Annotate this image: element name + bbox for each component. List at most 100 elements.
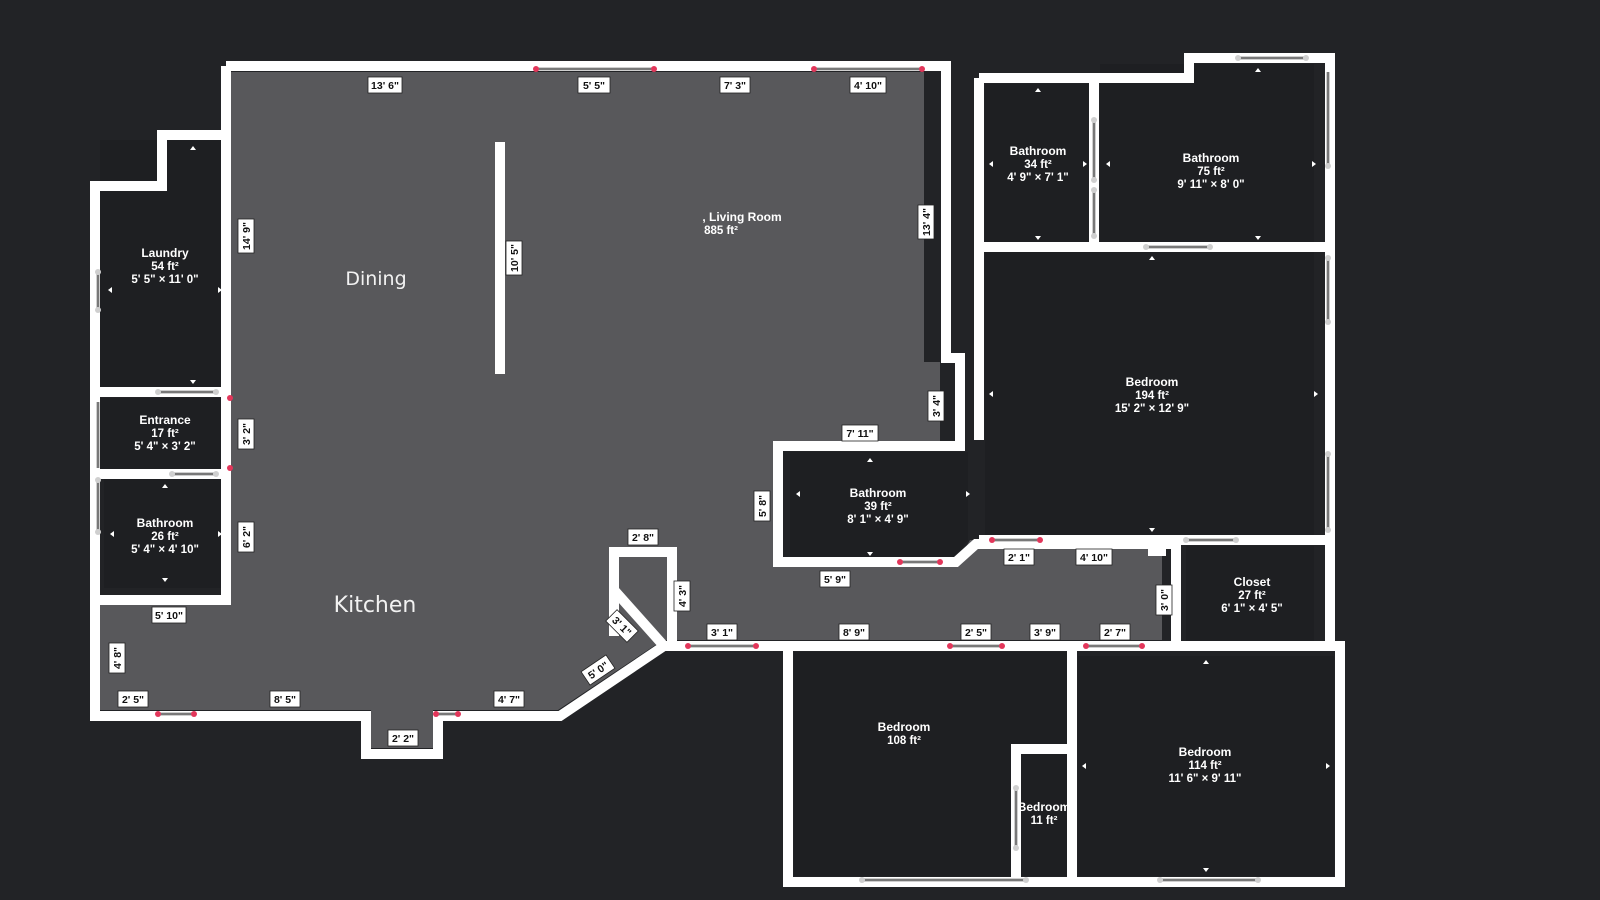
dim-tag: 4' 3" (673, 580, 691, 612)
dim-tag: 6' 2" (237, 521, 255, 553)
bedroom-108-area: 108 ft² (887, 735, 921, 747)
laundry-dims: 5' 5" × 11' 0" (131, 274, 198, 286)
dim-tag: 4' 8" (108, 642, 126, 674)
bathroom-left-area: 26 ft² (151, 531, 179, 543)
laundry-name: Laundry (141, 246, 189, 260)
dimension-tags: 13' 6" 5' 5" 7' 3" 4' 10" 10' 5" 14' 9" … (108, 76, 1173, 747)
living-dining-kitchen-area (100, 72, 1162, 748)
bathroom-left-name: Bathroom (137, 516, 194, 530)
svg-text:3' 9": 3' 9" (1034, 627, 1056, 639)
dim-tag: 2' 8" (627, 528, 659, 546)
entrance-dims: 5' 4" × 3' 2" (134, 441, 195, 453)
svg-text:3' 0": 3' 0" (1159, 589, 1171, 611)
dim-tag: 8' 9" (838, 623, 870, 641)
dim-tag: 2' 5" (117, 690, 149, 708)
dining-label: Dining (345, 268, 406, 290)
svg-text:4' 10": 4' 10" (854, 80, 882, 92)
dim-tag: 3' 1" (706, 623, 738, 641)
window-knobs (95, 55, 1331, 883)
bathroom-small-room (985, 84, 1089, 242)
living-room-area: 885 ft² (704, 225, 738, 237)
opening-markers (155, 66, 1145, 717)
bathroom-small-name: Bathroom (1010, 144, 1067, 158)
dim-tag: 14' 9" (237, 218, 255, 254)
bathroom-left-dims: 5' 4" × 4' 10" (131, 544, 199, 556)
dim-tag: 4' 7" (493, 690, 525, 708)
dim-tag: 3' 0" (1155, 584, 1173, 616)
svg-text:2' 5": 2' 5" (965, 627, 987, 639)
dim-tag: 3' 2" (237, 418, 255, 450)
dim-tag: 2' 5" (960, 623, 992, 641)
closet-name: Closet (1234, 575, 1271, 589)
bedroom-114-room (1078, 656, 1334, 876)
windows (96, 56, 1330, 882)
room-labels: Dining Kitchen , Living Room 885 ft² Lau… (131, 144, 1283, 827)
svg-text:13' 4": 13' 4" (921, 208, 933, 236)
bedroom-114-dims: 11' 6" × 9' 11" (1169, 773, 1242, 785)
svg-text:8' 5": 8' 5" (274, 694, 296, 706)
bedroom-11-area: 11 ft² (1031, 815, 1058, 827)
dim-tag: 2' 7" (1099, 623, 1131, 641)
svg-text:2' 5": 2' 5" (122, 694, 144, 706)
bathroom-center-name: Bathroom (850, 486, 907, 500)
bathroom-left-room (104, 478, 226, 588)
svg-text:3' 2": 3' 2" (241, 423, 253, 445)
dim-tag: 3' 4" (927, 390, 945, 422)
entrance-name: Entrance (139, 413, 191, 427)
entrance-area: 17 ft² (151, 428, 179, 440)
bedroom-114-area: 114 ft² (1188, 760, 1221, 772)
dim-tag: 7' 11" (841, 424, 879, 442)
dim-tag: 3' 9" (1029, 623, 1061, 641)
svg-text:14' 9": 14' 9" (241, 222, 253, 250)
svg-text:2' 7": 2' 7" (1104, 627, 1126, 639)
svg-text:2' 2": 2' 2" (392, 733, 414, 745)
closet-dims: 6' 1" × 4' 5" (1221, 603, 1282, 615)
svg-text:10' 5": 10' 5" (509, 244, 521, 272)
svg-text:2' 1": 2' 1" (1008, 552, 1030, 564)
svg-text:7' 3": 7' 3" (724, 80, 746, 92)
svg-text:5' 10": 5' 10" (155, 610, 183, 622)
bathroom-large-dims: 9' 11" × 8' 0" (1177, 179, 1244, 191)
bathroom-large-area: 75 ft² (1197, 166, 1225, 178)
svg-text:5' 9": 5' 9" (824, 574, 846, 586)
bedroom-main-name: Bedroom (1126, 375, 1179, 389)
dim-tag: 4' 10" (1075, 548, 1113, 566)
bedroom-main-area: 194 ft² (1135, 390, 1169, 402)
svg-text:3' 1": 3' 1" (711, 627, 733, 639)
bathroom-center-area: 39 ft² (864, 501, 892, 513)
laundry-area: 54 ft² (151, 261, 179, 273)
bathroom-center-dims: 8' 1" × 4' 9" (847, 514, 908, 526)
dim-tag: 2' 1" (1003, 548, 1035, 566)
bedroom-main-room (985, 252, 1314, 536)
svg-text:7' 11": 7' 11" (846, 428, 873, 440)
bathroom-small-area: 34 ft² (1024, 159, 1052, 171)
dim-tag: 5' 8" (753, 490, 771, 522)
svg-text:8' 9": 8' 9" (843, 627, 865, 639)
svg-text:5' 5": 5' 5" (583, 80, 605, 92)
svg-text:5' 8": 5' 8" (757, 495, 769, 517)
kitchen-label: Kitchen (334, 593, 417, 618)
direction-arrows (108, 68, 1330, 872)
dim-tag: 13' 4" (917, 204, 935, 240)
entrance-room (100, 398, 226, 472)
bedroom-main-dims: 15' 2" × 12' 9" (1115, 403, 1189, 415)
closet-area: 27 ft² (1238, 590, 1266, 602)
dim-tag: 13' 6" (367, 76, 403, 94)
dim-tag: 5' 10" (151, 606, 187, 624)
dim-tag: 4' 10" (849, 76, 887, 94)
svg-text:2' 8": 2' 8" (632, 532, 654, 544)
dim-tag: 8' 5" (269, 690, 301, 708)
living-room-name: , Living Room (702, 210, 781, 224)
bedroom-114-name: Bedroom (1179, 745, 1232, 759)
svg-text:4' 3": 4' 3" (677, 585, 689, 607)
bedroom-108-name: Bedroom (878, 720, 931, 734)
svg-text:4' 10": 4' 10" (1080, 552, 1108, 564)
dim-tag: 5' 5" (577, 76, 611, 94)
bathroom-small-dims: 4' 9" × 7' 1" (1007, 172, 1068, 184)
bathroom-center-room (790, 452, 968, 558)
dim-tag: 5' 9" (819, 570, 851, 588)
closet-room (1186, 546, 1314, 642)
svg-text:3' 4": 3' 4" (931, 395, 943, 417)
